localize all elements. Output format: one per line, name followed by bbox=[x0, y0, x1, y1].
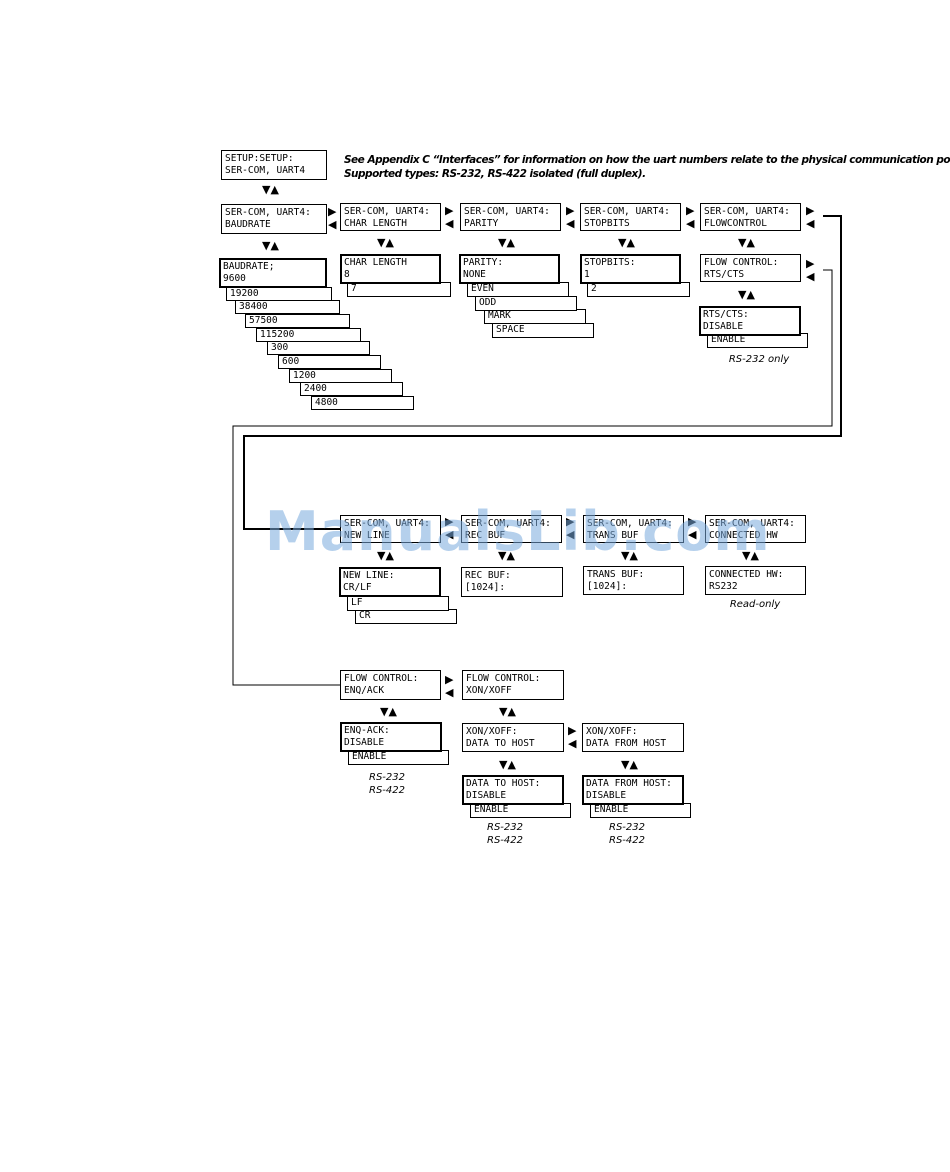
left-arrow-icon: ◀ bbox=[445, 217, 454, 230]
appendix-note: See Appendix C “Interfaces” for informat… bbox=[344, 154, 950, 166]
xon-data-from-host-box[interactable]: XON/XOFF: DATA FROM HOST bbox=[582, 723, 684, 752]
menu-flowcontrol-box[interactable]: SER-COM, UART4: FLOWCONTROL bbox=[700, 203, 801, 231]
flow-xon-xoff-box[interactable]: FLOW CONTROL: XON/XOFF bbox=[462, 670, 564, 700]
stopbits-selected-box[interactable]: STOPBITS: 1 bbox=[580, 254, 681, 284]
flow-rts-cts-box[interactable]: FLOW CONTROL: RTS/CTS bbox=[700, 254, 801, 282]
left-arrow-icon: ◀ bbox=[806, 270, 815, 283]
down-up-arrows-icon: ▼▲ bbox=[621, 549, 638, 562]
right-arrow-icon: ▶ bbox=[445, 673, 454, 686]
left-arrow-icon: ◀ bbox=[688, 528, 697, 541]
enq-ack-support-note: RS-232 RS-422 bbox=[369, 772, 405, 796]
down-up-arrows-icon: ▼▲ bbox=[498, 236, 515, 249]
menu-char-length-box[interactable]: SER-COM, UART4: CHAR LENGTH bbox=[340, 203, 441, 231]
data-from-host-selected-box[interactable]: DATA FROM HOST: DISABLE bbox=[582, 775, 684, 805]
menu-baudrate-box[interactable]: SER-COM, UART4: BAUDRATE bbox=[221, 204, 327, 234]
baud-option[interactable]: 38400 bbox=[235, 300, 340, 314]
baud-option[interactable]: 4800 bbox=[311, 396, 414, 410]
down-up-arrows-icon: ▼▲ bbox=[499, 758, 516, 771]
right-arrow-icon: ▶ bbox=[445, 204, 454, 217]
right-arrow-icon: ▶ bbox=[806, 204, 815, 217]
menu-rec-buf-box[interactable]: SER-COM, UART4: REC BUF bbox=[461, 515, 562, 543]
parity-option[interactable]: EVEN bbox=[467, 282, 569, 297]
right-arrow-icon: ▶ bbox=[328, 205, 337, 218]
left-arrow-icon: ◀ bbox=[806, 217, 815, 230]
down-up-arrows-icon: ▼▲ bbox=[742, 549, 759, 562]
char-length-selected-box[interactable]: CHAR LENGTH 8 bbox=[340, 254, 441, 284]
supported-types-note: Supported types: RS-232, RS-422 isolated… bbox=[344, 168, 646, 180]
down-up-arrows-icon: ▼▲ bbox=[262, 183, 279, 196]
down-up-arrows-icon: ▼▲ bbox=[618, 236, 635, 249]
down-up-arrows-icon: ▼▲ bbox=[262, 239, 279, 252]
baud-option[interactable]: 2400 bbox=[300, 382, 403, 396]
menu-parity-box[interactable]: SER-COM, UART4: PARITY bbox=[460, 203, 561, 231]
connected-hw-value-box: CONNECTED HW: RS232 bbox=[705, 566, 806, 595]
new-line-option[interactable]: CR bbox=[355, 609, 457, 624]
right-arrow-icon: ▶ bbox=[566, 515, 575, 528]
down-up-arrows-icon: ▼▲ bbox=[738, 288, 755, 301]
data-from-host-support-note: RS-232 RS-422 bbox=[609, 822, 645, 846]
flow-enq-ack-box[interactable]: FLOW CONTROL: ENQ/ACK bbox=[340, 670, 441, 700]
baud-option[interactable]: 300 bbox=[267, 341, 370, 355]
enq-ack-selected-box[interactable]: ENQ-ACK: DISABLE bbox=[340, 722, 442, 752]
menu-setup-box[interactable]: SETUP:SETUP: SER-COM, UART4 bbox=[221, 150, 327, 180]
baud-option[interactable]: 115200 bbox=[256, 328, 361, 342]
enq-ack-option[interactable]: ENABLE bbox=[348, 750, 449, 765]
parity-option[interactable]: ODD bbox=[475, 296, 577, 311]
right-arrow-icon: ▶ bbox=[445, 515, 454, 528]
right-arrow-icon: ▶ bbox=[566, 204, 575, 217]
data-to-host-support-note: RS-232 RS-422 bbox=[487, 822, 523, 846]
menu-new-line-box[interactable]: SER-COM, UART4: NEW LINE bbox=[340, 515, 441, 543]
parity-option[interactable]: MARK bbox=[484, 309, 586, 324]
data-to-host-option[interactable]: ENABLE bbox=[470, 803, 571, 818]
trans-buf-value-box[interactable]: TRANS BUF: [1024]: bbox=[583, 566, 684, 595]
down-up-arrows-icon: ▼▲ bbox=[738, 236, 755, 249]
down-up-arrows-icon: ▼▲ bbox=[380, 705, 397, 718]
right-arrow-icon: ▶ bbox=[688, 515, 697, 528]
stopbits-option[interactable]: 2 bbox=[587, 282, 690, 297]
menu-stopbits-box[interactable]: SER-COM, UART4: STOPBITS bbox=[580, 203, 681, 231]
down-up-arrows-icon: ▼▲ bbox=[377, 236, 394, 249]
left-arrow-icon: ◀ bbox=[686, 217, 695, 230]
down-up-arrows-icon: ▼▲ bbox=[621, 758, 638, 771]
baud-option[interactable]: 600 bbox=[278, 355, 381, 369]
left-arrow-icon: ◀ bbox=[328, 218, 337, 231]
left-arrow-icon: ◀ bbox=[568, 737, 577, 750]
char-length-option[interactable]: 7 bbox=[347, 282, 451, 297]
rec-buf-value-box[interactable]: REC BUF: [1024]: bbox=[461, 567, 563, 597]
baud-option[interactable]: 57500 bbox=[245, 314, 350, 328]
right-arrow-icon: ▶ bbox=[568, 724, 577, 737]
down-up-arrows-icon: ▼▲ bbox=[498, 549, 515, 562]
down-up-arrows-icon: ▼▲ bbox=[377, 549, 394, 562]
left-arrow-icon: ◀ bbox=[566, 217, 575, 230]
baud-option[interactable]: 1200 bbox=[289, 369, 392, 383]
down-up-arrows-icon: ▼▲ bbox=[499, 705, 516, 718]
read-only-note: Read-only bbox=[729, 599, 781, 610]
parity-selected-box[interactable]: PARITY: NONE bbox=[459, 254, 560, 284]
xon-data-to-host-box[interactable]: XON/XOFF: DATA TO HOST bbox=[462, 723, 564, 752]
left-arrow-icon: ◀ bbox=[445, 686, 454, 699]
data-from-host-option[interactable]: ENABLE bbox=[590, 803, 691, 818]
rts-cts-selected-box[interactable]: RTS/CTS: DISABLE bbox=[699, 306, 801, 336]
watermark: ManualsLib.com bbox=[265, 500, 771, 563]
menu-trans-buf-box[interactable]: SER-COM, UART4: TRANS BUF bbox=[583, 515, 684, 543]
right-arrow-icon: ▶ bbox=[686, 204, 695, 217]
baud-option[interactable]: 19200 bbox=[226, 287, 332, 301]
parity-option[interactable]: SPACE bbox=[492, 323, 594, 338]
right-arrow-icon: ▶ bbox=[806, 257, 815, 270]
menu-connected-hw-box[interactable]: SER-COM, UART4: CONNECTED HW bbox=[705, 515, 806, 543]
data-to-host-selected-box[interactable]: DATA TO HOST: DISABLE bbox=[462, 775, 564, 805]
baudrate-selected-box[interactable]: BAUDRATE; 9600 bbox=[219, 258, 327, 288]
left-arrow-icon: ◀ bbox=[445, 528, 454, 541]
rs232-only-note: RS-232 only bbox=[728, 354, 790, 365]
new-line-option[interactable]: LF bbox=[347, 596, 449, 611]
left-arrow-icon: ◀ bbox=[566, 528, 575, 541]
new-line-selected-box[interactable]: NEW LINE: CR/LF bbox=[339, 567, 441, 597]
